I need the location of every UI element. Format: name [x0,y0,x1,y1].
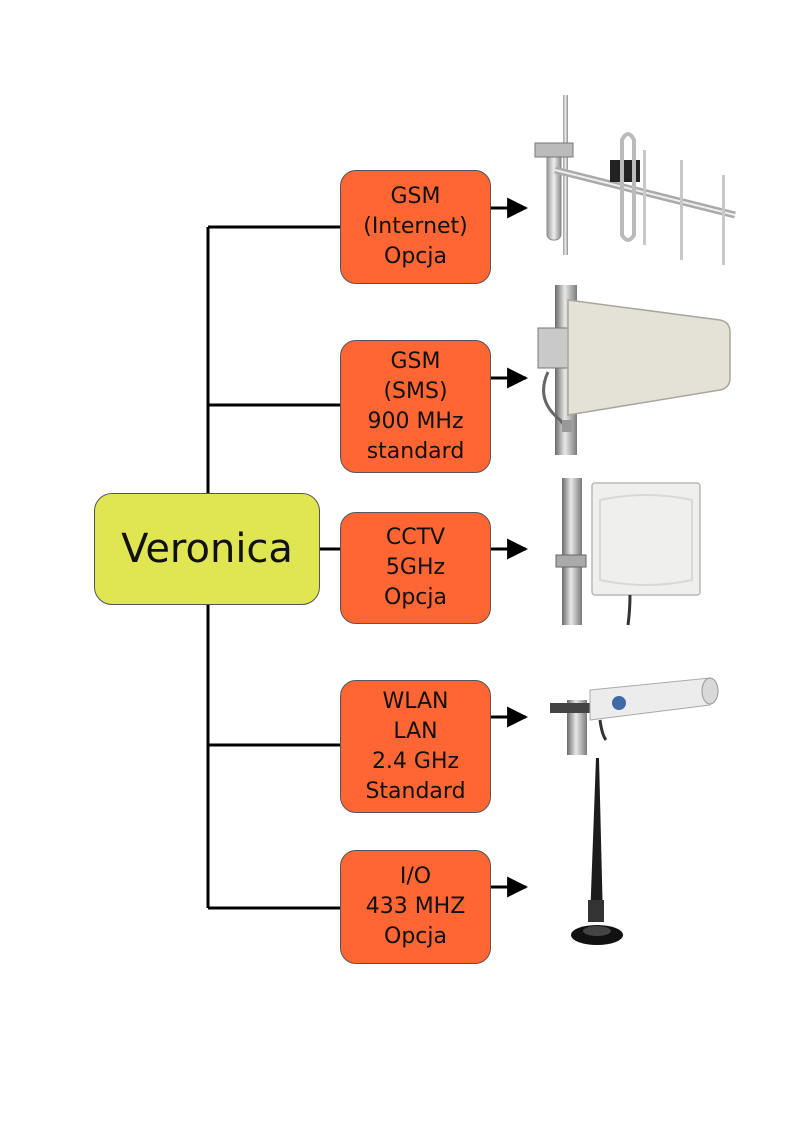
arrows [491,197,529,898]
node-line: 2.4 GHz [371,748,460,774]
node-line: GSM [390,348,441,374]
panel-antenna-icon [555,478,701,626]
log-periodic-antenna-icon [537,285,731,455]
whip-antenna-icon [571,758,623,945]
node-line: (Internet) [363,214,468,239]
yagi-antenna-icon [534,95,736,265]
node-line: 900 MHz [367,408,464,434]
tube-antenna-icon [550,677,719,755]
node-line: GSM [390,184,441,209]
node-line: (SMS) [383,378,448,404]
root-node-veronica: Veronica [94,493,320,605]
node-line: CCTV [385,525,446,550]
node-line: Opcja [384,924,447,949]
node-line: WLAN [382,688,449,714]
node-line: standard [366,438,465,464]
node-wlan: WLAN LAN 2.4 GHz Standard [340,680,491,813]
node-line: I/O [399,864,432,889]
node-line: 5GHz [385,555,446,580]
node-line: Opcja [384,244,447,269]
connector-lines [206,225,340,910]
node-line: 433 MHZ [365,894,466,919]
node-gsm-sms: GSM (SMS) 900 MHz standard [340,340,491,473]
node-line: Standard [365,778,466,804]
node-io: I/O 433 MHZ Opcja [340,850,491,964]
node-line: LAN [393,718,438,744]
node-line: Opcja [384,585,447,610]
node-gsm-internet: GSM (Internet) Opcja [340,170,491,284]
node-cctv: CCTV 5GHz Opcja [340,512,491,624]
root-label: Veronica [121,526,293,572]
